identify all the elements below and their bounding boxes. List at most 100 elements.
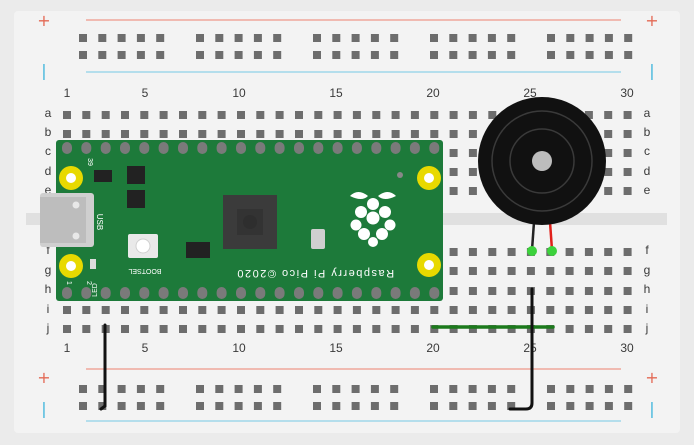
rail-hole[interactable] <box>332 34 341 42</box>
breadboard-hole[interactable] <box>468 325 477 333</box>
rail-hole[interactable] <box>215 34 224 42</box>
breadboard-hole[interactable] <box>410 111 419 119</box>
rail-hole[interactable] <box>370 385 379 393</box>
breadboard-hole[interactable] <box>488 306 497 314</box>
rail-hole[interactable] <box>604 34 613 42</box>
rail-hole[interactable] <box>390 51 399 59</box>
breadboard-hole[interactable] <box>352 130 361 138</box>
rail-hole[interactable] <box>234 402 243 410</box>
ground-wire-left[interactable] <box>99 323 107 411</box>
breadboard-hole[interactable] <box>121 130 129 138</box>
rail-hole[interactable] <box>487 385 496 393</box>
breadboard-hole[interactable] <box>140 306 149 314</box>
breadboard-hole[interactable] <box>507 267 516 275</box>
breadboard-hole[interactable] <box>449 111 458 119</box>
ground-wire-right[interactable] <box>508 287 534 411</box>
breadboard-hole[interactable] <box>623 168 632 176</box>
breadboard-hole[interactable] <box>352 325 361 333</box>
breadboard-hole[interactable] <box>449 248 458 256</box>
rail-hole[interactable] <box>449 51 458 59</box>
breadboard-hole[interactable] <box>372 130 381 138</box>
rail-hole[interactable] <box>313 402 321 410</box>
rail-hole[interactable] <box>117 402 126 410</box>
buzzer-pin-negative[interactable] <box>527 246 537 256</box>
breadboard-hole[interactable] <box>198 325 207 333</box>
breadboard-hole[interactable] <box>410 130 419 138</box>
breadboard-hole[interactable] <box>546 287 555 295</box>
breadboard-hole[interactable] <box>391 111 400 119</box>
rail-hole[interactable] <box>566 385 575 393</box>
breadboard-hole[interactable] <box>468 111 477 119</box>
breadboard-hole[interactable] <box>101 111 110 119</box>
breadboard-hole[interactable] <box>584 267 593 275</box>
rail-hole[interactable] <box>98 385 107 393</box>
breadboard-hole[interactable] <box>256 130 265 138</box>
breadboard-hole[interactable] <box>449 130 458 138</box>
breadboard-hole[interactable] <box>198 130 207 138</box>
breadboard-hole[interactable] <box>468 168 477 176</box>
breadboard-hole[interactable] <box>295 130 303 138</box>
rail-hole[interactable] <box>585 402 594 410</box>
rail-hole[interactable] <box>234 34 243 42</box>
rail-hole[interactable] <box>313 385 321 393</box>
rail-hole[interactable] <box>136 385 145 393</box>
breadboard-hole[interactable] <box>623 325 632 333</box>
rail-hole[interactable] <box>79 402 87 410</box>
rail-hole[interactable] <box>196 34 204 42</box>
breadboard-hole[interactable] <box>391 130 400 138</box>
rail-hole[interactable] <box>566 402 575 410</box>
breadboard-hole[interactable] <box>526 267 535 275</box>
rail-hole[interactable] <box>604 402 613 410</box>
breadboard-hole[interactable] <box>372 306 381 314</box>
breadboard-hole[interactable] <box>507 248 516 256</box>
breadboard-hole[interactable] <box>101 130 110 138</box>
breadboard-hole[interactable] <box>604 267 613 275</box>
breadboard-hole[interactable] <box>565 306 574 314</box>
breadboard-hole[interactable] <box>565 267 574 275</box>
rail-hole[interactable] <box>136 34 145 42</box>
rail-hole[interactable] <box>253 51 262 59</box>
breadboard-hole[interactable] <box>488 287 497 295</box>
breadboard-hole[interactable] <box>372 111 381 119</box>
breadboard-hole[interactable] <box>217 306 226 314</box>
breadboard-hole[interactable] <box>546 267 555 275</box>
breadboard-hole[interactable] <box>449 325 458 333</box>
breadboard-hole[interactable] <box>237 130 245 138</box>
breadboard-hole[interactable] <box>565 325 574 333</box>
breadboard-hole[interactable] <box>488 111 497 119</box>
breadboard-hole[interactable] <box>314 325 323 333</box>
rail-hole[interactable] <box>253 385 262 393</box>
rail-hole[interactable] <box>156 385 165 393</box>
breadboard-hole[interactable] <box>275 111 284 119</box>
breadboard-hole[interactable] <box>333 130 342 138</box>
usb-connector[interactable] <box>40 193 94 247</box>
breadboard-hole[interactable] <box>198 306 207 314</box>
breadboard-hole[interactable] <box>63 111 71 119</box>
breadboard-hole[interactable] <box>333 111 342 119</box>
rail-hole[interactable] <box>468 385 477 393</box>
rail-hole[interactable] <box>487 402 496 410</box>
rail-hole[interactable] <box>547 402 555 410</box>
rail-hole[interactable] <box>430 51 438 59</box>
rail-hole[interactable] <box>624 51 633 59</box>
breadboard-hole[interactable] <box>468 287 477 295</box>
rail-hole[interactable] <box>468 34 477 42</box>
breadboard-hole[interactable] <box>101 306 110 314</box>
breadboard-hole[interactable] <box>410 306 419 314</box>
breadboard-hole[interactable] <box>468 267 477 275</box>
rail-hole[interactable] <box>468 402 477 410</box>
rail-hole[interactable] <box>196 51 204 59</box>
breadboard-hole[interactable] <box>198 111 207 119</box>
buzzer-pin-positive[interactable] <box>547 246 557 256</box>
rail-hole[interactable] <box>351 51 360 59</box>
breadboard-hole[interactable] <box>449 187 458 195</box>
rail-hole[interactable] <box>313 34 321 42</box>
breadboard-hole[interactable] <box>82 306 91 314</box>
rail-hole[interactable] <box>604 385 613 393</box>
breadboard-hole[interactable] <box>584 111 593 119</box>
breadboard-hole[interactable] <box>468 306 477 314</box>
breadboard-hole[interactable] <box>82 325 91 333</box>
breadboard-hole[interactable] <box>623 248 632 256</box>
breadboard-hole[interactable] <box>604 130 613 138</box>
rail-hole[interactable] <box>156 51 165 59</box>
